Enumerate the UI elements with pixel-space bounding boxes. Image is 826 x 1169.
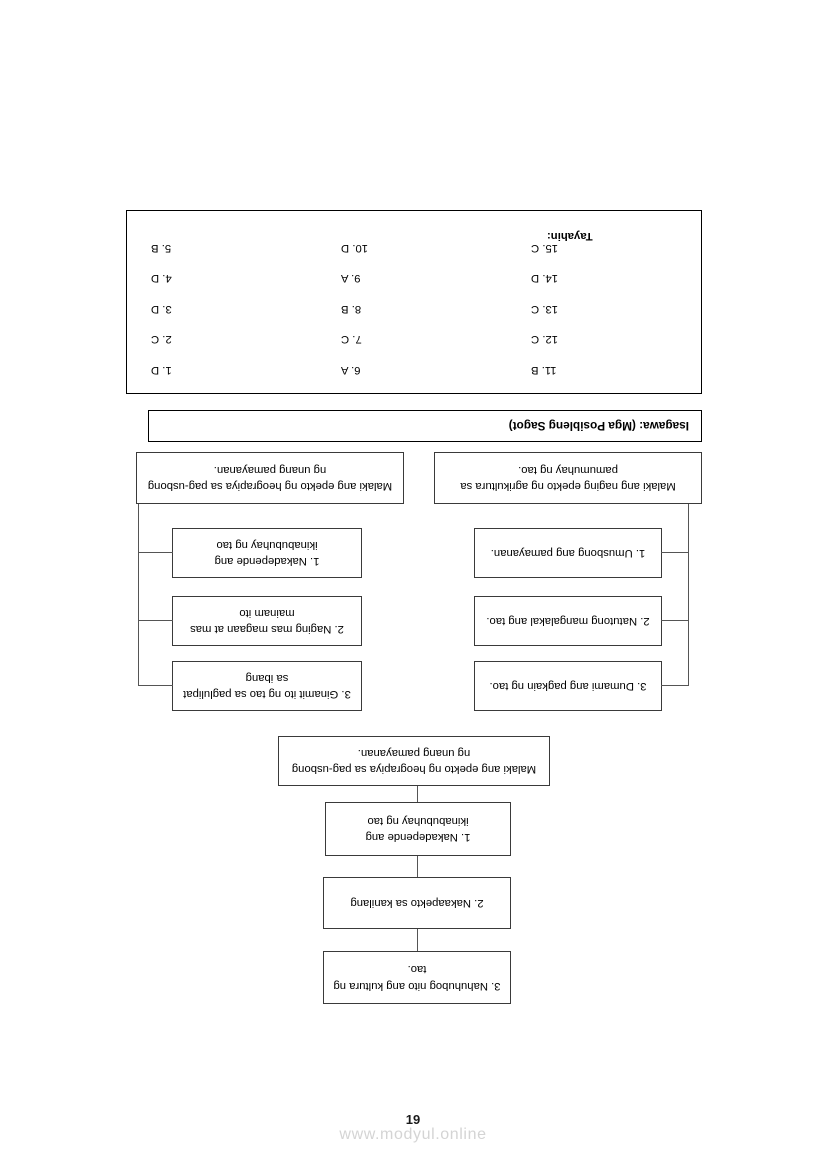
left-bracket-stem: [687, 504, 689, 529]
answer-key-cell: 7. C: [341, 333, 362, 346]
isagawa-banner: Isagawa: (Mga Posibleng Sagot): [148, 410, 702, 442]
left-bracket-spine: [687, 508, 689, 686]
page-number: 19: [405, 1112, 421, 1127]
top-summary-box: Malaki ang epekto ng heograpiya sa pag-u…: [278, 736, 550, 786]
left-item-3-text: 3. Dumami ang pagkain ng tao.: [489, 680, 647, 693]
left-summary-text: Malaki ang naging epekto ng agrikultura …: [460, 464, 676, 493]
left-bracket-arm-1: [661, 551, 689, 553]
answer-key-cell: 15. C: [531, 242, 559, 254]
right-item-box-2: 2. Naging mas magaan at mas mainam ito: [172, 596, 362, 646]
answer-key-cell: 10. D: [341, 242, 369, 254]
left-bracket-arm-2: [661, 619, 689, 621]
right-bracket-arm-2: [138, 619, 173, 621]
chain-box-1-text: 1. Nakadepende ang ikinabubuhay ng tao: [365, 815, 471, 844]
right-bracket-stem: [137, 504, 139, 529]
left-item-2-text: 2. Natutong mangalakal ang tao.: [486, 615, 650, 628]
right-item-box-3: 3. Ginamit ito ng tao sa paglulipat sa i…: [172, 661, 362, 711]
answer-key-cell: 6. A: [341, 364, 361, 376]
answer-key-cell: 13. C: [531, 303, 559, 315]
watermark-text: www.modyul.online: [339, 1126, 487, 1143]
chain-box-3-text: 3. Nahuhubog nito ang kultura ng tao.: [333, 963, 501, 992]
chain-box-1: 1. Nakadepende ang ikinabubuhay ng tao: [325, 802, 511, 856]
connector-chain-1-to-2: [416, 856, 418, 877]
right-summary-text: Malaki ang epekto ng heograpiya sa pag-u…: [147, 464, 393, 493]
left-item-box-1: 1. Umusbong ang pamayanan.: [474, 528, 662, 578]
answer-key-table: Tayahin: 1. D 2. C 3. D 4. D 5. B 6. A 7…: [126, 210, 702, 394]
right-item-3-text: 3. Ginamit ito ng tao sa paglulipat sa i…: [183, 672, 351, 701]
right-bracket-arm-3: [138, 684, 173, 686]
answer-key-cell: 8. B: [341, 303, 362, 315]
answer-key-cell: 2. C: [151, 333, 172, 346]
left-bracket-arm-3: [661, 684, 689, 686]
answer-key-column-3: 11. B 12. C 13. C 14. D 15. C: [513, 233, 685, 386]
answer-key-cell: 11. B: [531, 364, 557, 376]
left-item-box-2: 2. Natutong mangalakal ang tao.: [474, 596, 662, 646]
chain-box-3: 3. Nahuhubog nito ang kultura ng tao.: [323, 951, 511, 1004]
chain-box-2-text: 2. Nakaapekto sa kanilang: [350, 897, 484, 910]
connector-summary-to-chain-1: [416, 786, 418, 802]
isagawa-banner-text: Isagawa: (Mga Posibleng Sagot): [508, 419, 689, 433]
answer-key-cell: 12. C: [531, 333, 559, 346]
right-item-box-1: 1. Nakadepende ang ikinabubuhay ng tao: [172, 528, 362, 578]
right-item-1-text: 1. Nakadepende ang ikinabubuhay ng tao: [214, 539, 320, 568]
top-summary-text: Malaki ang epekto ng heograpiya sa pag-u…: [291, 747, 537, 776]
right-item-2-text: 2. Naging mas magaan at mas mainam ito: [190, 607, 344, 636]
answer-key-cell: 3. D: [151, 303, 172, 315]
answer-key-cell: 5. B: [151, 242, 172, 254]
answer-key-column-1: 1. D 2. C 3. D 4. D 5. B: [133, 233, 305, 386]
connector-chain-2-to-3: [416, 929, 418, 951]
right-summary-box: Malaki ang epekto ng heograpiya sa pag-u…: [136, 452, 404, 504]
left-summary-box: Malaki ang naging epekto ng agrikultura …: [434, 452, 702, 504]
chain-box-2: 2. Nakaapekto sa kanilang: [323, 877, 511, 929]
right-bracket-arm-1: [138, 551, 173, 553]
left-item-1-text: 1. Umusbong ang pamayanan.: [490, 547, 646, 560]
left-item-box-3: 3. Dumami ang pagkain ng tao.: [474, 661, 662, 711]
answer-key-cell: 14. D: [531, 272, 559, 285]
answer-key-cell: 9. A: [341, 272, 361, 285]
right-bracket-spine: [137, 508, 139, 686]
answer-key-cell: 4. D: [151, 272, 172, 285]
answer-key-cell: 1. D: [151, 364, 172, 376]
answer-key-column-2: 6. A 7. C 8. B 9. A 10. D: [323, 233, 495, 386]
